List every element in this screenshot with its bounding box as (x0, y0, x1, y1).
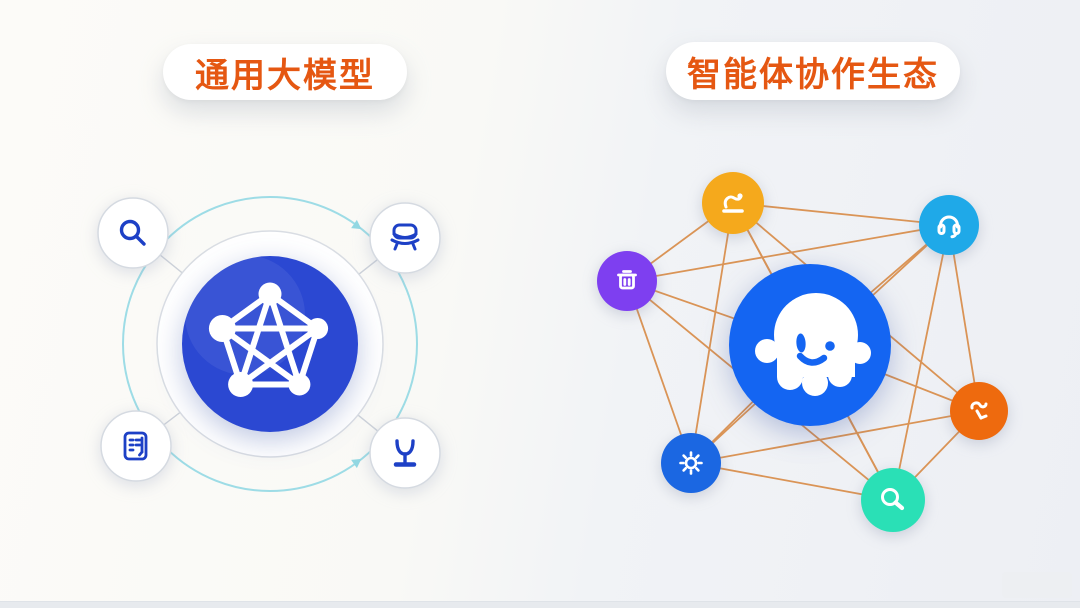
agent-node-wrench (950, 382, 1008, 440)
agent-node-trash-bin (597, 251, 657, 311)
agent-node-headset (919, 195, 979, 255)
trash-bin-icon (617, 270, 637, 290)
left-title: 通用大模型 (195, 56, 375, 95)
ghost-face (796, 333, 835, 353)
orbit-arrow-top-icon (351, 219, 362, 230)
agent-node-gear (661, 433, 721, 493)
watermark (1002, 572, 1072, 598)
network-graph-icon (208, 282, 329, 397)
satellite-circles (97, 197, 441, 489)
ghost-mascot-icon (755, 293, 871, 396)
gear-icon (679, 451, 703, 475)
robot-arm-icon (722, 193, 744, 213)
satellite-search (97, 197, 169, 269)
orbit-arrow-bottom-icon (351, 458, 362, 469)
bottom-edge-strip (0, 601, 1080, 608)
agent-node-search (861, 468, 925, 532)
general-model-diagram (97, 196, 441, 492)
headset-icon (937, 215, 961, 239)
agent-nodes (597, 172, 1008, 532)
satellite-icons (119, 219, 420, 467)
left-title-pill: 通用大模型 (163, 44, 407, 100)
wrench-icon (970, 401, 988, 420)
goblet-icon (393, 439, 417, 467)
search-icon (881, 488, 905, 511)
agent-ecosystem-diagram (597, 172, 1008, 532)
search-icon (119, 219, 146, 246)
orbit-ring (122, 196, 418, 492)
model-hub-circle (182, 256, 358, 432)
document-list-icon (123, 431, 148, 461)
ghost-smile (796, 352, 828, 366)
right-title: 智能体协作生态 (687, 55, 939, 94)
sofa-icon (390, 223, 420, 251)
agent-node-robot-arm (702, 172, 764, 234)
right-title-pill: 智能体协作生态 (666, 42, 960, 100)
